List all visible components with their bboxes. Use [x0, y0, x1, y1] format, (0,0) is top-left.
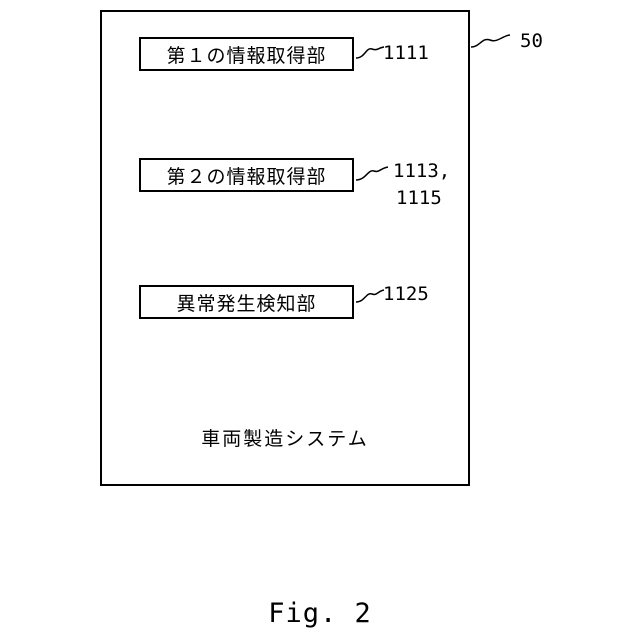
ref-label-50: 50 [520, 30, 543, 52]
anomaly-detection-unit-box: 異常発生検知部 [139, 285, 354, 319]
ref-label-1111: 1111 [383, 42, 429, 64]
system-name-label: 車両製造システム [100, 424, 470, 451]
ref-label-1115: 1115 [396, 187, 442, 209]
second-info-acquisition-unit-box: 第２の情報取得部 [139, 158, 354, 192]
vehicle-manufacturing-system-frame [100, 10, 470, 486]
anomaly-detection-unit-label: 異常発生検知部 [176, 289, 316, 316]
leader-line-50 [471, 35, 510, 47]
ref-label-1113: 1113, [393, 160, 450, 182]
first-info-acquisition-unit-label: 第１の情報取得部 [166, 41, 326, 68]
second-info-acquisition-unit-label: 第２の情報取得部 [166, 162, 326, 189]
figure-caption: Fig. 2 [0, 598, 640, 629]
ref-label-1125: 1125 [383, 283, 429, 305]
first-info-acquisition-unit-box: 第１の情報取得部 [139, 37, 354, 71]
